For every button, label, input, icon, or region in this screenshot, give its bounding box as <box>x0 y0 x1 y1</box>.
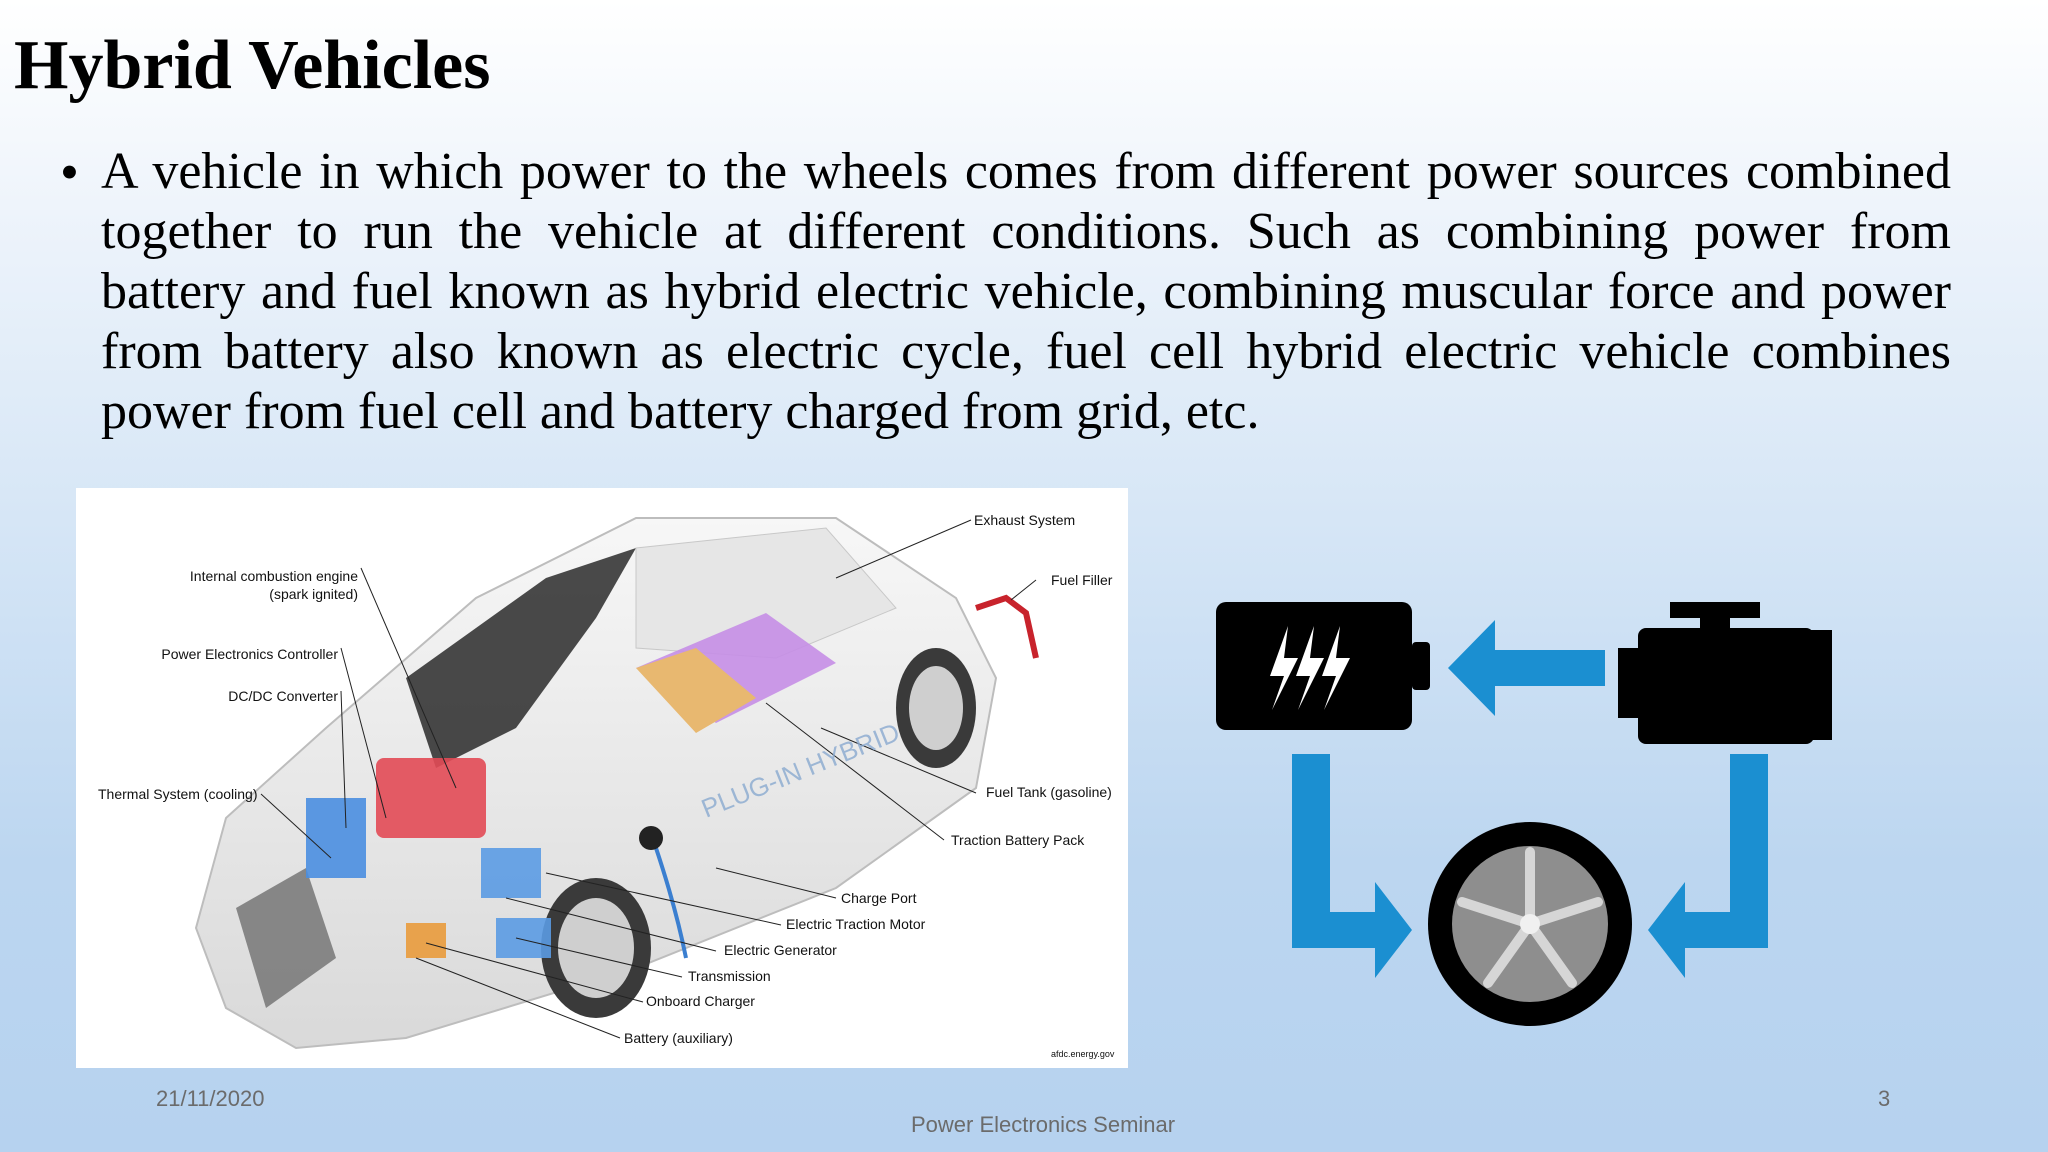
label-exhaust-system: Exhaust System <box>974 512 1076 528</box>
footer-title: Power Electronics Seminar <box>911 1112 1176 1137</box>
label-fuel-filler: Fuel Filler <box>1051 572 1113 588</box>
footer-page-number: 3 <box>1878 1086 1891 1111</box>
label-electric-traction-motor: Electric Traction Motor <box>786 916 926 932</box>
figure-credit: afdc.energy.gov <box>1051 1049 1115 1059</box>
label-transmission: Transmission <box>688 968 771 984</box>
wheel-icon <box>1428 822 1632 1026</box>
label-ice-sub: (spark ignited) <box>269 586 358 602</box>
arrow-engine-to-battery <box>1448 620 1605 716</box>
label-fuel-tank: Fuel Tank (gasoline) <box>986 784 1112 800</box>
arrow-battery-to-wheel <box>1292 754 1412 978</box>
hybrid-power-flow-diagram <box>1200 590 1840 1030</box>
label-ice: Internal combustion engine <box>189 568 358 584</box>
power-electronics <box>306 798 366 878</box>
engine-block <box>376 758 486 838</box>
battery-icon <box>1216 602 1430 730</box>
fuel-nozzle <box>975 594 1039 659</box>
engine-icon <box>1618 602 1832 744</box>
bullet-text: A vehicle in which power to the wheels c… <box>101 143 1951 440</box>
label-dcdc-converter: DC/DC Converter <box>228 688 338 704</box>
charge-cable <box>654 847 688 959</box>
label-charge-port: Charge Port <box>841 890 917 906</box>
label-electric-generator: Electric Generator <box>724 942 837 958</box>
car-illustration: PLUG-IN HYBRID <box>194 517 1039 1050</box>
bullet-marker: • <box>60 142 79 202</box>
label-thermal-system: Thermal System (cooling) <box>98 786 258 802</box>
label-onboard-charger: Onboard Charger <box>646 993 755 1009</box>
hybrid-car-cutaway-figure: PLUG-IN HYBRID Exhaust System Fuel Fille… <box>76 488 1128 1068</box>
footer-date: 21/11/2020 <box>156 1086 265 1111</box>
arrow-engine-to-wheel <box>1648 754 1768 978</box>
grille <box>236 868 336 1008</box>
label-power-electronics-controller: Power Electronics Controller <box>161 646 338 662</box>
windshield <box>406 548 636 768</box>
slide-title: Hybrid Vehicles <box>14 27 491 104</box>
label-auxiliary-battery: Battery (auxiliary) <box>624 1030 733 1046</box>
label-traction-battery: Traction Battery Pack <box>951 832 1085 848</box>
